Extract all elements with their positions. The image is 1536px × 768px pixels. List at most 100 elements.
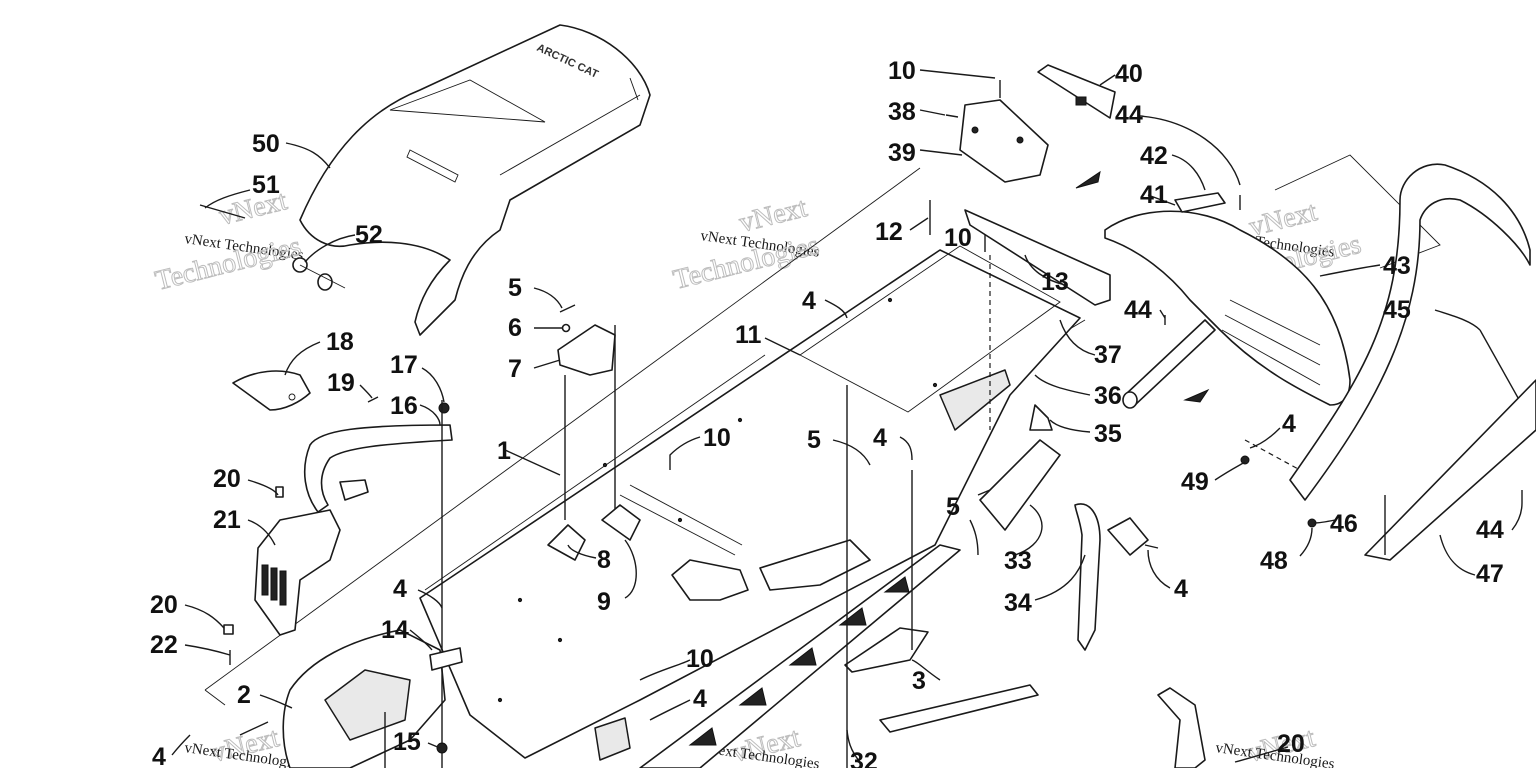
vent-slot xyxy=(270,567,278,601)
callout-46: 46 xyxy=(1330,510,1358,538)
leader xyxy=(1049,419,1091,433)
leader xyxy=(409,629,433,651)
bracket-part-7 xyxy=(557,304,616,520)
center-mount xyxy=(594,559,749,761)
callout-4-center: 4 xyxy=(802,287,816,315)
leader xyxy=(919,149,963,156)
callout-19: 19 xyxy=(327,369,355,397)
leader xyxy=(259,694,293,709)
rail-32-shape xyxy=(879,684,1039,733)
leader xyxy=(1034,554,1086,601)
arrow-head xyxy=(1075,170,1101,189)
plate-40-shape xyxy=(1037,64,1116,119)
callout-10-lower: 10 xyxy=(686,645,714,673)
callout-47: 47 xyxy=(1476,560,1504,588)
leader xyxy=(247,519,276,546)
callout-37: 37 xyxy=(1094,341,1122,369)
callout-17: 17 xyxy=(390,351,418,379)
bracket-part-14 xyxy=(429,400,463,768)
tube-part-36-37 xyxy=(1122,319,1216,409)
leader xyxy=(1147,194,1176,206)
leader xyxy=(1014,504,1043,556)
washer-52 xyxy=(317,273,333,291)
bracket-33-shape xyxy=(979,439,1061,531)
bracket-21-vents xyxy=(261,564,287,606)
tunnel-cut-panel-11 xyxy=(799,245,1061,413)
bracket-part-2 xyxy=(239,629,446,768)
bracket-part-33 xyxy=(977,404,1061,531)
leader xyxy=(1059,319,1096,356)
direction-arrows xyxy=(1075,170,1210,403)
watermark-bottom-right: vNext vNext Technologies xyxy=(1214,722,1335,768)
grab-handle-part-16 xyxy=(303,396,453,513)
leader xyxy=(567,544,597,559)
plate-40-tab xyxy=(1075,96,1087,106)
callout-44-mid: 44 xyxy=(1124,296,1152,324)
leader xyxy=(1171,154,1206,191)
leader xyxy=(533,287,563,309)
callout-44-bottom: 44 xyxy=(1476,516,1504,544)
outline-left-corner xyxy=(204,689,226,706)
leader xyxy=(1024,254,1066,286)
callout-42: 42 xyxy=(1140,142,1168,170)
bracket-lower-right xyxy=(1157,687,1206,768)
leader xyxy=(832,439,871,466)
arm-34-shape xyxy=(1074,503,1101,651)
track-window xyxy=(788,647,817,666)
callout-51: 51 xyxy=(252,171,280,199)
bracket-13-shape xyxy=(964,209,1111,306)
bolt-51 xyxy=(199,204,246,219)
screw-4-dash xyxy=(1244,439,1301,471)
screw-15 xyxy=(436,742,448,754)
rivet xyxy=(602,462,608,468)
bumper-45-shape xyxy=(1289,163,1531,501)
leader xyxy=(421,367,445,403)
callout-15: 15 xyxy=(393,728,421,756)
nut-20 xyxy=(275,486,284,498)
leader xyxy=(1139,115,1241,186)
screw-5-lower xyxy=(977,489,991,496)
leader xyxy=(764,337,801,356)
callout-34: 34 xyxy=(1004,589,1032,617)
bracket-21-shape xyxy=(254,509,341,636)
track-windows xyxy=(688,576,910,746)
seat-panel xyxy=(389,79,546,123)
callout-22: 22 xyxy=(150,631,178,659)
callout-6: 6 xyxy=(508,314,522,342)
leader xyxy=(1249,427,1281,449)
leader xyxy=(1319,264,1381,277)
hardware-46-48-49 xyxy=(1240,439,1317,528)
plate-3-shape xyxy=(844,627,929,673)
leader xyxy=(899,436,913,461)
leader xyxy=(184,644,231,656)
callout-10-right: 10 xyxy=(944,224,972,252)
leader xyxy=(1147,549,1171,589)
plate-part-3 xyxy=(844,470,929,673)
hitch-39-hole xyxy=(1016,136,1024,144)
seat-seam xyxy=(499,94,641,176)
callout-38: 38 xyxy=(888,98,916,126)
callout-20-lower: 20 xyxy=(150,591,178,619)
leader xyxy=(304,234,356,263)
flap-rib xyxy=(1221,329,1321,386)
leader xyxy=(649,699,691,721)
rail-part-32 xyxy=(846,385,1039,768)
screw-5 xyxy=(559,304,576,313)
callout-40: 40 xyxy=(1115,60,1143,88)
arm-part-34 xyxy=(1074,503,1159,651)
callout-50: 50 xyxy=(252,130,280,158)
seat-handle xyxy=(406,149,459,183)
rail-part-47 xyxy=(1364,379,1536,561)
callout-10-top: 10 xyxy=(888,57,916,85)
leader xyxy=(171,734,191,756)
callout-5-right: 5 xyxy=(946,493,960,521)
tunnel-rib xyxy=(619,494,736,556)
bracket-2-bolt xyxy=(239,721,269,736)
screw-38 xyxy=(945,114,959,118)
watermark-top-left: vNext vNext Technologies Technologies xyxy=(152,185,305,298)
tunnel-flange-left xyxy=(424,354,766,591)
callout-49: 49 xyxy=(1181,468,1209,496)
rivet xyxy=(497,697,503,703)
bracket-part-13 xyxy=(929,200,1111,430)
tunnel-track-rail xyxy=(639,544,961,768)
